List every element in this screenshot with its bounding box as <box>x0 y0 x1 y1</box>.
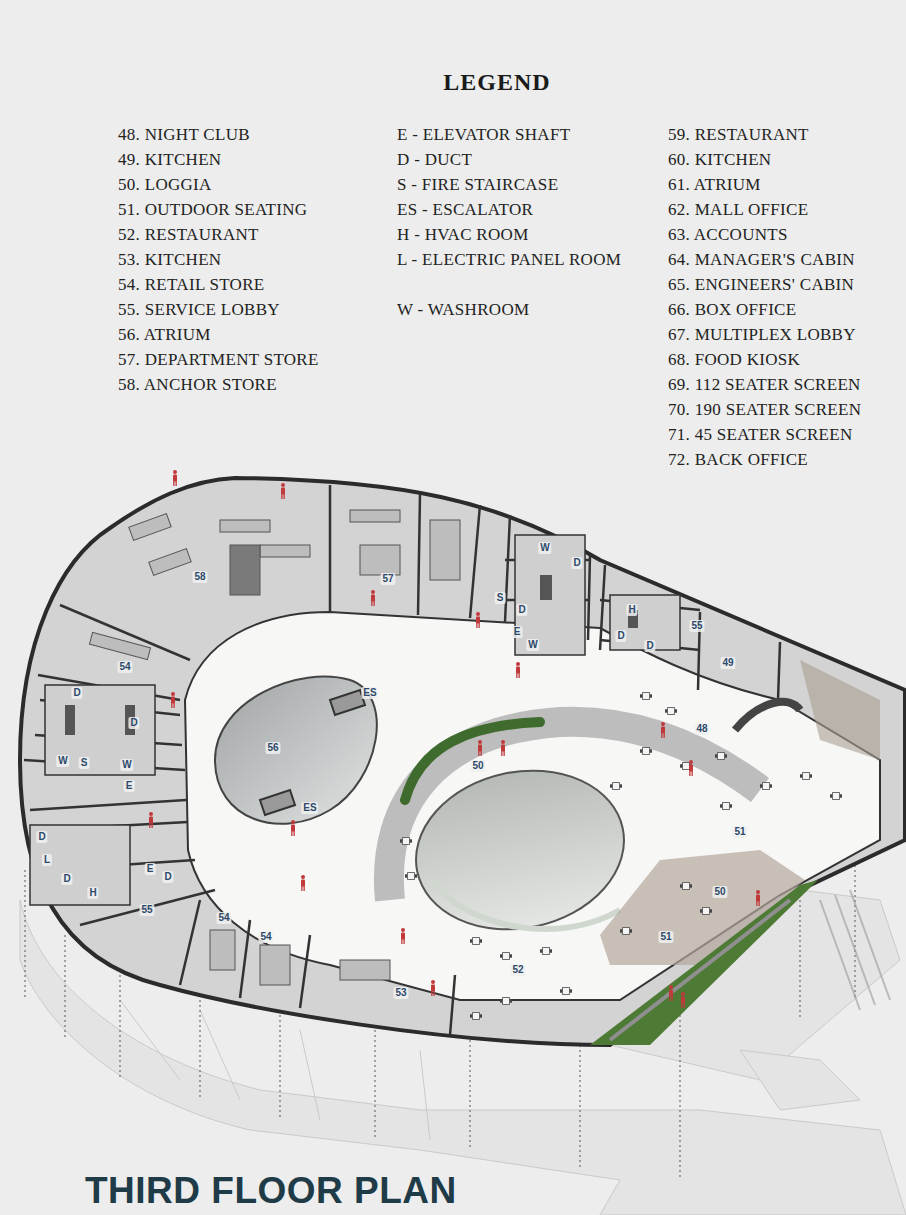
room-tag: 52 <box>510 964 525 976</box>
room-tag: D <box>644 640 655 652</box>
legend-entry: 51. OUTDOOR SEATING <box>118 197 307 222</box>
room-tag: E <box>145 863 156 875</box>
legend-entry: L - ELECTRIC PANEL ROOM <box>397 247 632 272</box>
legend-entry: 56. ATRIUM <box>118 322 211 347</box>
legend-entry: 70. 190 SEATER SCREEN <box>668 397 861 422</box>
room-tag: 50 <box>470 760 485 772</box>
legend-entry: 57. DEPARTMENT STORE <box>118 347 319 372</box>
room-tag: D <box>61 873 72 885</box>
room-tag: W <box>526 639 539 651</box>
plan-title: THIRD FLOOR PLAN <box>85 1170 457 1212</box>
room-tag: 48 <box>694 723 709 735</box>
room-tag: 55 <box>689 620 704 632</box>
room-tag: D <box>128 717 139 729</box>
legend-entry: E - ELEVATOR SHAFT <box>397 122 570 147</box>
legend-entry: 68. FOOD KIOSK <box>668 347 800 372</box>
room-tag: 57 <box>380 573 395 585</box>
room-tag: H <box>87 887 98 899</box>
legend-entry: W - WASHROOM <box>397 297 529 322</box>
legend-entry: 48. NIGHT CLUB <box>118 122 250 147</box>
room-tag: S <box>79 757 90 769</box>
legend-entry: 50. LOGGIA <box>118 172 212 197</box>
room-tag: D <box>162 871 173 883</box>
room-tag: 50 <box>712 886 727 898</box>
legend-entry: 72. BACK OFFICE <box>668 447 808 472</box>
room-tag: W <box>56 755 69 767</box>
room-tag: 51 <box>732 826 747 838</box>
room-tag: W <box>538 542 551 554</box>
legend-entry: 52. RESTAURANT <box>118 222 259 247</box>
room-tag: D <box>36 831 47 843</box>
room-tag: 51 <box>658 931 673 943</box>
legend-entry: 54. RETAIL STORE <box>118 272 265 297</box>
room-tag: L <box>42 854 52 866</box>
legend-entry: 53. KITCHEN <box>118 247 221 272</box>
legend-heading: LEGEND <box>443 69 550 96</box>
room-tag: H <box>626 604 637 616</box>
room-tag: 53 <box>393 987 408 999</box>
room-tag: ES <box>301 802 318 814</box>
room-tag: D <box>516 604 527 616</box>
legend-entry: D - DUCT <box>397 147 472 172</box>
room-tag: S <box>495 592 506 604</box>
legend-entry: 58. ANCHOR STORE <box>118 372 277 397</box>
room-tag: D <box>71 687 82 699</box>
room-tag: 49 <box>720 657 735 669</box>
legend-entry: 61. ATRIUM <box>668 172 761 197</box>
legend-entry: H - HVAC ROOM <box>397 222 529 247</box>
room-tag: D <box>571 557 582 569</box>
legend-entry: 64. MANAGER'S CABIN <box>668 247 855 272</box>
legend-entry: 49. KITCHEN <box>118 147 221 172</box>
legend-entry: S - FIRE STAIRCASE <box>397 172 558 197</box>
legend-entry: 65. ENGINEERS' CABIN <box>668 272 854 297</box>
legend-entry: 66. BOX OFFICE <box>668 297 796 322</box>
legend-entry: 71. 45 SEATER SCREEN <box>668 422 853 447</box>
room-tag: 54 <box>258 931 273 943</box>
legend-entry: 55. SERVICE LOBBY <box>118 297 280 322</box>
room-tag: W <box>120 759 133 771</box>
legend-entry: 59. RESTAURANT <box>668 122 809 147</box>
legend-entry: 63. ACCOUNTS <box>668 222 788 247</box>
room-tag: E <box>512 626 523 638</box>
room-tag: ES <box>361 687 378 699</box>
legend-entry: 60. KITCHEN <box>668 147 771 172</box>
legend-entry: 67. MULTIPLEX LOBBY <box>668 322 856 347</box>
room-tag: 54 <box>117 661 132 673</box>
room-tag: D <box>615 630 626 642</box>
legend-entry: 62. MALL OFFICE <box>668 197 808 222</box>
room-tag: 56 <box>265 742 280 754</box>
room-tag: 58 <box>192 571 207 583</box>
room-tag: 54 <box>216 912 231 924</box>
room-tag: E <box>124 780 135 792</box>
legend-entry: 69. 112 SEATER SCREEN <box>668 372 861 397</box>
legend-entry: ES - ESCALATOR <box>397 197 533 222</box>
room-tag: 55 <box>139 904 154 916</box>
